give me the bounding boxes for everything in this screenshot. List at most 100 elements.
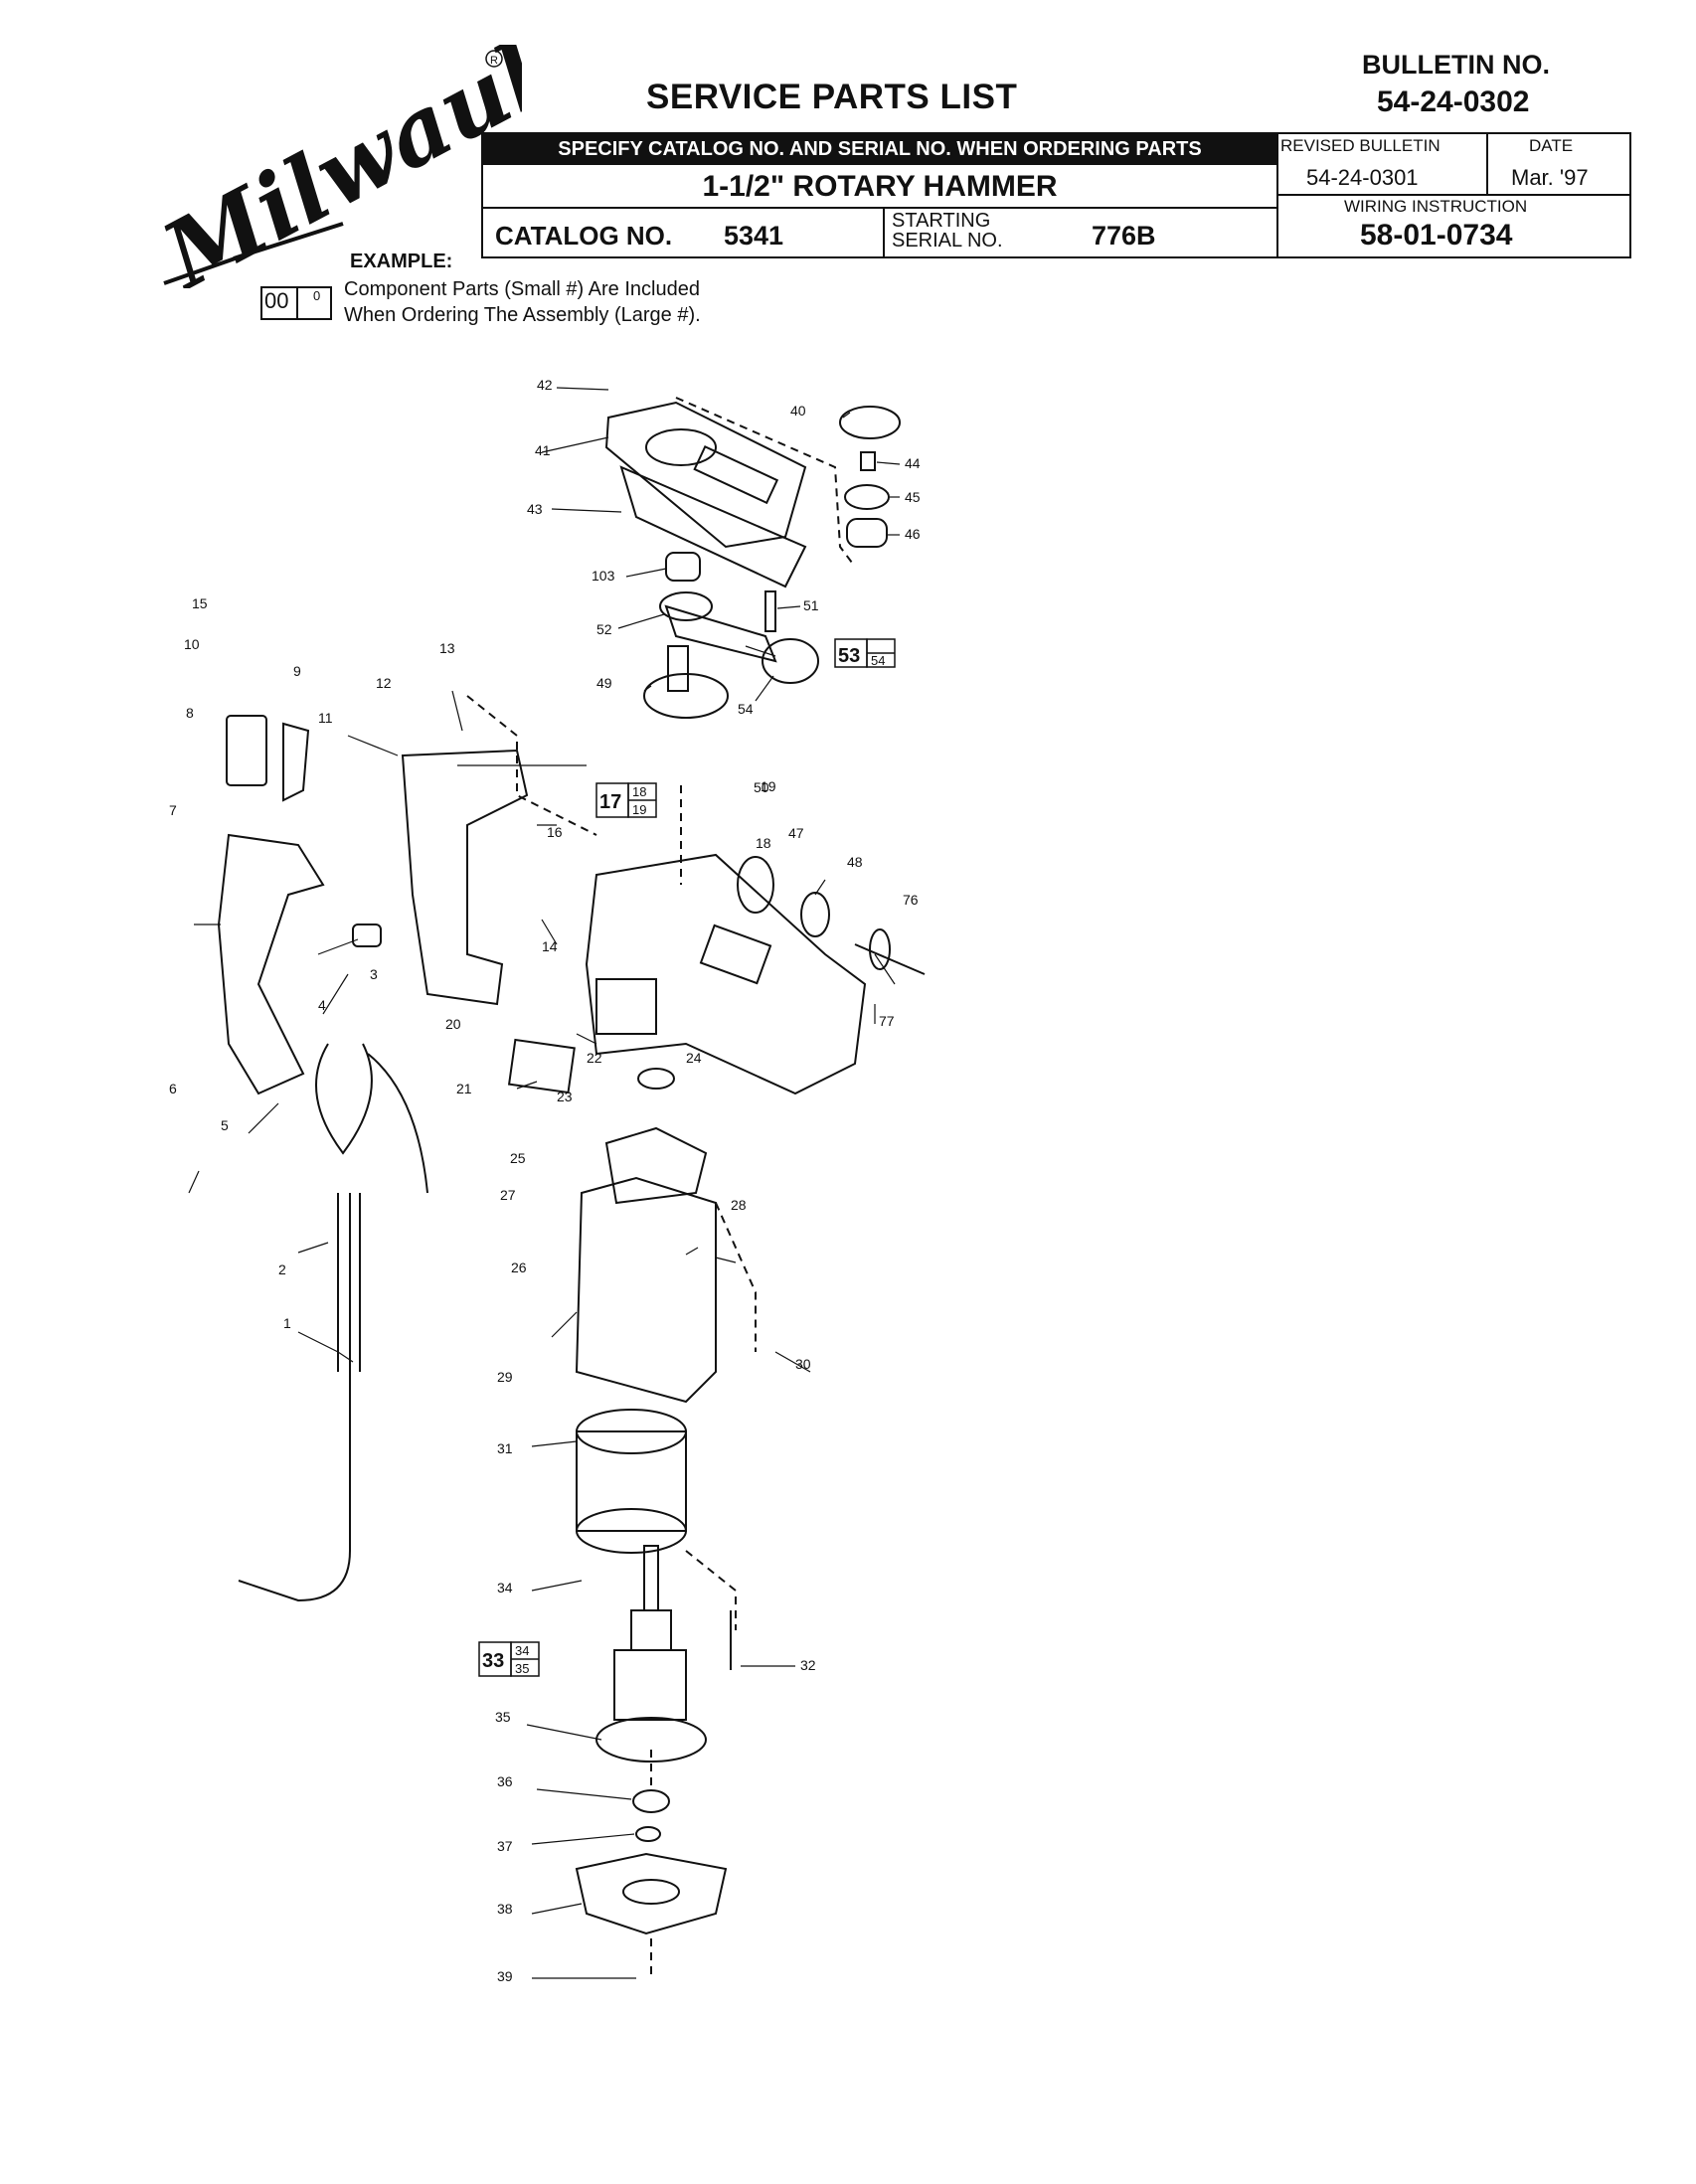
wiring-instruction-number: 58-01-0734 [1360, 219, 1513, 252]
part-label-39: 39 [497, 1968, 513, 1984]
pin-shape [764, 590, 776, 632]
example-label: EXAMPLE: [350, 251, 453, 272]
part-label-35: 35 [495, 1709, 511, 1725]
part-label-51: 51 [803, 597, 819, 613]
date-value: Mar. '97 [1511, 165, 1589, 190]
assembly-33-component-b: 35 [515, 1661, 529, 1676]
part-label-54: 54 [738, 701, 754, 717]
part-label-19: 19 [761, 778, 776, 794]
part-label-20: 20 [445, 1016, 461, 1032]
table-divider [483, 207, 1276, 209]
needle-bearing-shape [665, 552, 701, 582]
part-label-38: 38 [497, 1901, 513, 1917]
assembly-33-component-a: 34 [515, 1643, 529, 1658]
connecting-rod-shape [664, 604, 777, 663]
part-label-50: 50 [754, 779, 769, 795]
retaining-ring-shape [844, 484, 890, 510]
handle-half-shape [401, 749, 529, 1006]
part-label-9: 9 [293, 663, 301, 679]
part-label-6: 6 [169, 1081, 177, 1096]
assembly-53-component-b: 54 [871, 653, 885, 668]
part-label-41: 41 [535, 442, 551, 458]
milwaukee-logo: Milwaukee R [144, 45, 522, 288]
part-label-7: 7 [169, 802, 177, 818]
part-label-23: 23 [557, 1089, 573, 1104]
part-label-76: 76 [903, 892, 919, 908]
starting-serial-label: STARTING SERIAL NO. [892, 210, 1003, 252]
part-label-27: 27 [500, 1187, 516, 1203]
revised-bulletin-label: REVISED BULLETIN [1280, 136, 1441, 155]
part-label-32: 32 [800, 1657, 816, 1673]
example-divider [296, 286, 298, 320]
part-label-1: 1 [283, 1315, 291, 1331]
part-label-18: 18 [756, 835, 771, 851]
part-label-28: 28 [731, 1197, 747, 1213]
crank-gear-shape [643, 673, 729, 719]
specify-notice: SPECIFY CATALOG NO. AND SERIAL NO. WHEN … [483, 134, 1276, 165]
handle-shape [217, 833, 325, 1095]
top-cover-badge [693, 444, 779, 505]
top-cover-boss [645, 428, 717, 466]
product-name: 1-1/2" ROTARY HAMMER [702, 170, 1058, 203]
part-label-40: 40 [790, 403, 806, 419]
assembly-53-number: 53 [838, 645, 860, 667]
part-label-103: 103 [592, 568, 615, 584]
part-label-14: 14 [542, 938, 558, 954]
table-divider [883, 207, 885, 258]
part-label-34: 34 [497, 1580, 513, 1596]
part-label-12: 12 [376, 675, 392, 691]
end-cover-shape [575, 1852, 728, 1935]
date-label: DATE [1529, 136, 1574, 155]
piston-shape [762, 638, 819, 684]
spring-washer-shape [635, 1826, 661, 1842]
bulletin-number: 54-24-0302 [1377, 85, 1530, 118]
part-label-48: 48 [847, 854, 863, 870]
starting-serial-number: 776B [1092, 221, 1156, 251]
table-divider [1486, 132, 1488, 196]
wiring-instruction-label: WIRING INSTRUCTION [1344, 197, 1528, 216]
ball-bearing-shape [800, 892, 830, 937]
part-label-52: 52 [596, 621, 612, 637]
cap-shape [839, 406, 901, 439]
part-label-77: 77 [879, 1013, 895, 1029]
part-label-42: 42 [537, 377, 553, 393]
part-label-8: 8 [186, 705, 194, 721]
bearing-shape [846, 518, 888, 548]
part-label-4: 4 [318, 997, 326, 1013]
table-divider [1276, 194, 1631, 196]
part-label-31: 31 [497, 1440, 513, 1456]
part-label-10: 10 [184, 636, 200, 652]
part-label-26: 26 [511, 1260, 527, 1275]
part-label-24: 24 [686, 1050, 702, 1066]
example-assembly-number: 00 [264, 288, 289, 313]
part-label-15: 15 [192, 595, 208, 611]
part-label-29: 29 [497, 1369, 513, 1385]
part-label-47: 47 [788, 825, 804, 841]
intermediate-shaft-shape [854, 943, 926, 975]
part-label-49: 49 [596, 675, 612, 691]
top-cover-shape [604, 401, 807, 549]
revised-bulletin-number: 54-24-0301 [1306, 165, 1419, 190]
catalog-label: CATALOG NO. [495, 221, 673, 251]
part-label-13: 13 [439, 640, 455, 656]
gear-shape [737, 856, 774, 914]
part-label-44: 44 [905, 455, 921, 471]
trigger-shape [282, 722, 310, 802]
part-label-46: 46 [905, 526, 921, 542]
part-label-3: 3 [370, 966, 378, 982]
part-label-21: 21 [456, 1081, 472, 1096]
cord-clamp-shape [352, 924, 382, 947]
part-label-25: 25 [510, 1150, 526, 1166]
part-label-43: 43 [527, 501, 543, 517]
assembly-33-number: 33 [482, 1650, 504, 1672]
fan-shape [595, 1717, 707, 1763]
part-label-2: 2 [278, 1261, 286, 1277]
commutator-shape [630, 1609, 672, 1651]
screw-shape [860, 451, 876, 471]
brush-holder-shape [604, 1126, 708, 1205]
part-label-5: 5 [221, 1117, 229, 1133]
part-label-37: 37 [497, 1838, 513, 1854]
nameplate-shape [507, 1038, 576, 1094]
motor-housing-shape [575, 1176, 717, 1404]
